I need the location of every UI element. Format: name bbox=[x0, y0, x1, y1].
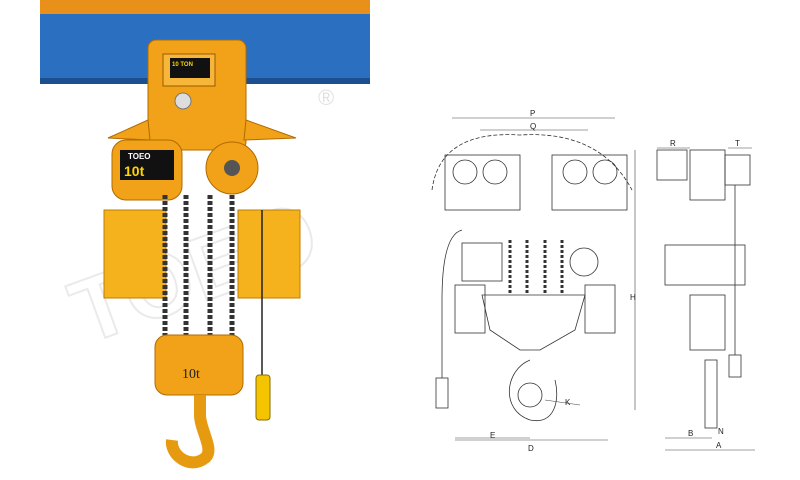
watermark-registered-mark: ® bbox=[318, 85, 334, 110]
dim-label-h: H bbox=[630, 293, 636, 302]
hook-block bbox=[154, 334, 244, 396]
load-chains bbox=[162, 195, 235, 335]
capacity-label: 10t bbox=[124, 163, 145, 179]
dim-label-d: D bbox=[528, 444, 534, 453]
dim-label-e: E bbox=[490, 431, 495, 440]
hoist-photo: 10 TON TOEO 10t 10t bbox=[40, 0, 370, 469]
dim-label-k: K bbox=[565, 398, 571, 407]
chain-bag-right bbox=[237, 209, 301, 299]
dim-label-t: T bbox=[735, 139, 740, 148]
beam-flange bbox=[40, 0, 370, 14]
side-view-drawing: R T B N A bbox=[656, 139, 755, 451]
dim-label-r: R bbox=[670, 139, 676, 148]
trolley-nameplate bbox=[170, 58, 210, 78]
dim-label-n: N bbox=[718, 427, 724, 436]
trolley-capacity-text: 10 TON bbox=[172, 62, 193, 68]
front-view-drawing: P Q H K E D bbox=[431, 109, 636, 453]
pendant-control bbox=[255, 374, 271, 421]
dim-label-b: B bbox=[688, 429, 693, 438]
dim-label-p: P bbox=[530, 109, 535, 118]
hook-block-capacity: 10t bbox=[182, 367, 200, 382]
dim-label-q: Q bbox=[530, 122, 536, 131]
chain-bag-left bbox=[103, 209, 167, 299]
hook bbox=[165, 395, 215, 469]
brand-label: TOEO bbox=[128, 152, 151, 161]
dim-label-a: A bbox=[716, 441, 722, 450]
